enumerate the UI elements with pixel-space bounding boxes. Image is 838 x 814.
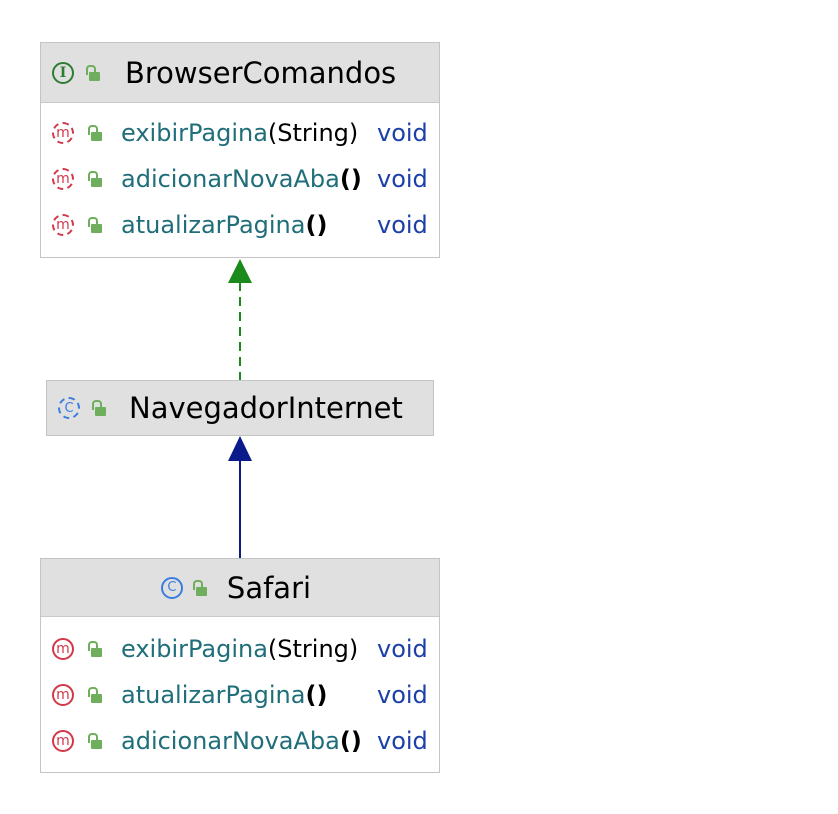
method-params: (String): [267, 635, 359, 663]
interface-name: BrowserComandos: [125, 55, 397, 90]
method-params: (): [305, 681, 328, 709]
return-type: void: [377, 681, 428, 709]
method-name: adicionarNovaAba: [121, 727, 340, 755]
class-box[interactable]: C Safari m exibirPagina(String) void m a…: [40, 558, 440, 773]
class-icon: C: [160, 576, 183, 599]
abstract-class-name: NavegadorInternet: [129, 391, 403, 425]
method-row[interactable]: m adicionarNovaAba() void: [41, 718, 439, 764]
extends-arrow-head: [228, 436, 252, 461]
implements-arrow-head: [228, 259, 252, 283]
method-icon: m: [52, 638, 74, 660]
method-name: exibirPagina: [121, 119, 268, 147]
method-row[interactable]: m exibirPagina(String) void: [41, 110, 439, 156]
abstract-class-icon: C: [58, 397, 80, 419]
return-type: void: [377, 211, 428, 239]
return-type: void: [377, 119, 428, 147]
method-params: (String): [267, 119, 359, 147]
return-type: void: [377, 635, 428, 663]
abstract-method-icon: m: [52, 168, 74, 190]
interface-box[interactable]: I BrowserComandos m exibirPagina(String)…: [40, 42, 440, 258]
public-lock-icon: [88, 641, 102, 657]
return-type: void: [377, 165, 428, 193]
method-icon: m: [52, 730, 74, 752]
public-lock-icon: [88, 217, 102, 233]
public-lock-icon: [88, 733, 102, 749]
abstract-method-icon: m: [52, 214, 74, 236]
method-name: adicionarNovaAba: [121, 165, 340, 193]
abstract-class-header: C NavegadorInternet: [47, 381, 433, 435]
public-lock-icon: [88, 171, 102, 187]
abstract-class-box[interactable]: C NavegadorInternet: [46, 380, 434, 436]
method-params: (): [305, 211, 328, 239]
method-row[interactable]: m atualizarPagina() void: [41, 672, 439, 718]
class-name: Safari: [226, 570, 312, 605]
public-lock-icon: [86, 64, 100, 81]
public-lock-icon: [88, 125, 102, 141]
method-name: exibirPagina: [121, 635, 268, 663]
interface-header: I BrowserComandos: [41, 43, 439, 103]
method-row[interactable]: m adicionarNovaAba() void: [41, 156, 439, 202]
return-type: void: [377, 727, 428, 755]
public-lock-icon: [192, 579, 207, 596]
public-lock-icon: [92, 400, 106, 416]
class-header: C Safari: [41, 559, 439, 617]
method-name: atualizarPagina: [121, 681, 306, 709]
abstract-method-icon: m: [52, 122, 74, 144]
public-lock-icon: [88, 687, 102, 703]
method-icon: m: [52, 684, 74, 706]
method-row[interactable]: m atualizarPagina() void: [41, 202, 439, 248]
method-params: (): [339, 727, 362, 755]
interface-icon: I: [52, 61, 74, 84]
method-row[interactable]: m exibirPagina(String) void: [41, 626, 439, 672]
method-name: atualizarPagina: [121, 211, 306, 239]
method-params: (): [339, 165, 362, 193]
